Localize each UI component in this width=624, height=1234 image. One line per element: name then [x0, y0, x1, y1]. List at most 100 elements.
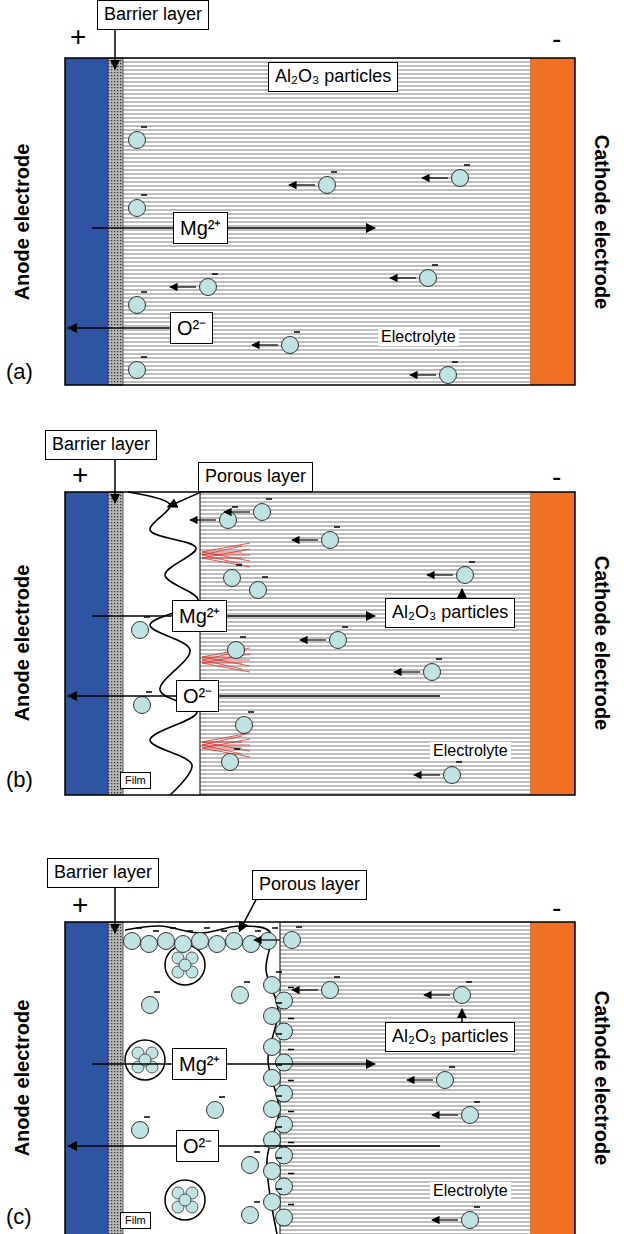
- alumina-particle: [132, 622, 149, 639]
- leader-arrow: [114, 888, 116, 933]
- film-tag: Film: [120, 1212, 151, 1229]
- alumina-particle: [129, 362, 146, 379]
- alumina-particle: [276, 1116, 293, 1133]
- charge-mark: [288, 987, 294, 989]
- charge-mark: [276, 1188, 282, 1190]
- charge-mark: [212, 273, 218, 275]
- particle-cluster: [125, 1040, 165, 1080]
- electrode-label: Cathode electrode: [591, 991, 613, 1165]
- callout-box: Al₂O₃ particles: [385, 1022, 515, 1052]
- ion-box: Mg²⁺: [173, 212, 228, 244]
- charge-mark: [255, 930, 261, 932]
- discharge-spike: [202, 555, 250, 556]
- charge-mark: [219, 1096, 225, 1098]
- alumina-particle: [129, 132, 146, 149]
- alumina-particle: [264, 1070, 281, 1087]
- charge-mark: [466, 981, 472, 983]
- charge-mark: [288, 1080, 294, 1082]
- alumina-particle: [264, 1163, 281, 1180]
- charge-mark: [254, 1151, 260, 1153]
- alumina-particle: [276, 1209, 293, 1226]
- alumina-particle: [236, 717, 253, 734]
- alumina-particle: [226, 933, 243, 950]
- charge-mark: [276, 1002, 282, 1004]
- polarity-sign: +: [70, 22, 86, 53]
- charge-mark: [146, 691, 152, 693]
- alumina-particle: [276, 1054, 293, 1071]
- charge-mark: [464, 164, 470, 166]
- panel-letter: (c): [6, 1205, 32, 1229]
- discharge-spike: [202, 663, 250, 672]
- charge-mark: [288, 1173, 294, 1175]
- charge-mark: [254, 1201, 260, 1203]
- callout-box: Al₂O₃ particles: [385, 598, 515, 628]
- film-tag: Film: [120, 772, 151, 789]
- alumina-particle: [243, 936, 260, 953]
- migration-arrow: [390, 277, 416, 278]
- electrode-label: Anode electrode: [11, 1000, 33, 1157]
- charge-mark: [334, 976, 340, 978]
- alumina-particle: [420, 270, 437, 287]
- migration-arrow: [254, 939, 280, 940]
- electrode-label: Anode electrode: [11, 144, 33, 301]
- ion-flux-arrow: [92, 227, 375, 229]
- alumina-particle: [179, 959, 191, 971]
- region-label: Electrolyte: [378, 328, 459, 346]
- alumina-particle: [250, 582, 267, 599]
- electrode-label: Cathode electrode: [591, 556, 613, 730]
- migration-arrow: [394, 671, 420, 672]
- ion-box: Mg²⁺: [172, 1048, 227, 1080]
- porous-boundary: [128, 492, 198, 795]
- charge-mark: [154, 991, 160, 993]
- charge-mark: [244, 981, 250, 983]
- charge-mark: [296, 926, 302, 928]
- alumina-particle: [276, 1023, 293, 1040]
- migration-arrow: [190, 519, 216, 520]
- alumina-particle: [132, 1122, 149, 1139]
- leader-arrow: [461, 589, 463, 598]
- charge-mark: [240, 636, 246, 638]
- alumina-particle: [192, 933, 209, 950]
- migration-arrow: [427, 574, 453, 575]
- alumina-particle: [444, 767, 461, 784]
- charge-mark: [331, 171, 337, 173]
- migration-arrow: [424, 994, 450, 995]
- ion-flux-arrow: [92, 1063, 375, 1065]
- alumina-particle: [220, 512, 237, 529]
- leader-arrow: [114, 30, 116, 69]
- alumina-particle: [224, 570, 241, 587]
- charge-mark: [449, 1066, 455, 1068]
- alumina-particle: [175, 936, 192, 953]
- migration-arrow: [224, 511, 250, 512]
- charge-mark: [234, 748, 240, 750]
- leader-arrow: [114, 460, 116, 503]
- migration-arrow: [407, 1079, 433, 1080]
- alumina-particle: [124, 933, 141, 950]
- charge-mark: [232, 506, 238, 508]
- alumina-particle: [319, 177, 336, 194]
- alumina-particle: [276, 1147, 293, 1164]
- charge-mark: [334, 526, 340, 528]
- box-text: Porous layer: [259, 874, 360, 896]
- charge-mark: [474, 1101, 480, 1103]
- alumina-particle: [158, 933, 175, 950]
- box-text: Mg²⁺: [179, 1052, 220, 1076]
- box-text: Barrier layer: [54, 862, 152, 884]
- charge-mark: [153, 930, 159, 932]
- alumina-particle: [141, 936, 158, 953]
- callout-box: Porous layer: [252, 870, 367, 900]
- alumina-particle: [264, 1101, 281, 1118]
- box-text: Film: [125, 1214, 146, 1227]
- discharge-spike: [202, 745, 250, 746]
- ion-flux-arrow: [68, 695, 440, 697]
- charge-mark: [288, 1049, 294, 1051]
- charge-mark: [144, 1116, 150, 1118]
- alumina-particle: [264, 977, 281, 994]
- migration-arrow: [432, 1114, 458, 1115]
- box-text: Mg²⁺: [180, 216, 221, 240]
- box-text: Al₂O₃ particles: [275, 66, 391, 88]
- charge-mark: [141, 126, 147, 128]
- alumina-particle: [462, 1212, 479, 1229]
